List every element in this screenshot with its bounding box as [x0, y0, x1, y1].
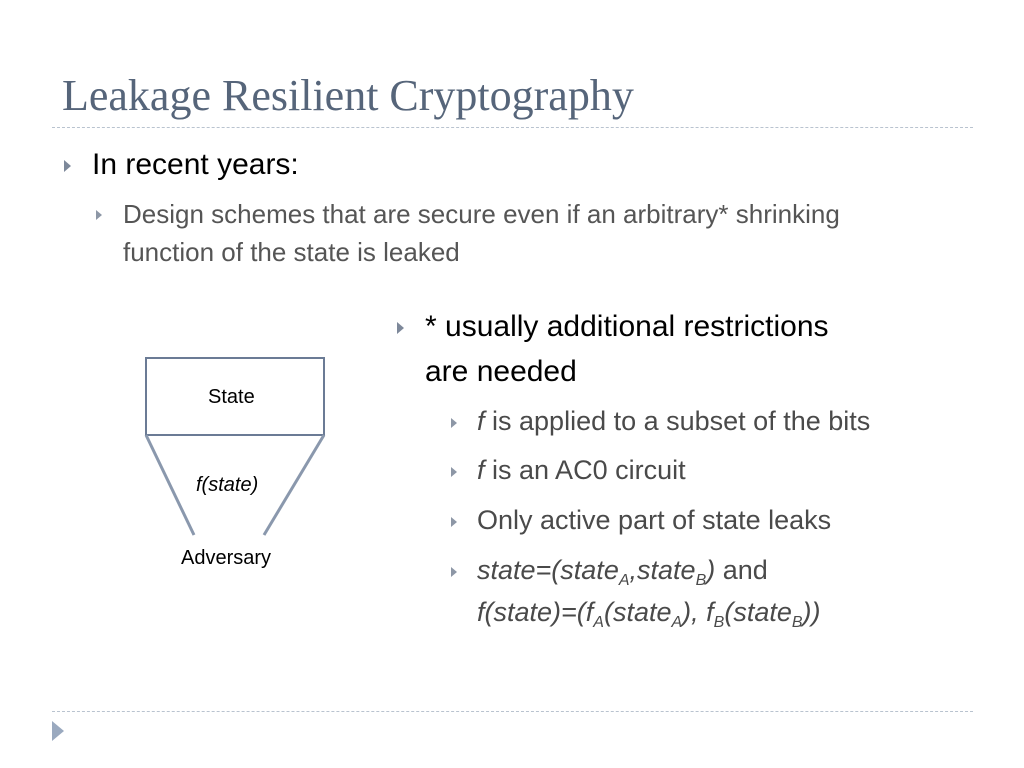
subscript-fa: A [593, 614, 604, 631]
subscript-fb: B [713, 614, 725, 631]
bullet-design-line-2: function of the state is leaked [123, 237, 460, 267]
f-symbol: f [477, 455, 485, 485]
state-comma-text: ,state [629, 555, 696, 585]
bullet-arrow-icon [64, 160, 71, 172]
title-divider [52, 127, 973, 128]
funnel-label: f(state) [196, 474, 259, 496]
bullet-design-line-1: Design schemes that are secure even if a… [123, 199, 840, 229]
sub-bullet-arrow-icon [451, 517, 457, 527]
sub-bullet-arrow-icon [451, 418, 457, 428]
sub-bullet-arrow-icon [451, 567, 457, 577]
sub-bullet-arrow-icon [451, 467, 457, 477]
state-close-text: ) [706, 555, 716, 585]
bullet-note-line-2: are needed [425, 355, 577, 388]
subscript-b: B [695, 572, 707, 589]
sub-bullet-ac0-text: is an AC0 circuit [484, 455, 686, 485]
sub-bullet-arrow-icon [96, 210, 102, 220]
f-symbol: f [477, 406, 485, 436]
funnel-right-edge [262, 434, 326, 536]
f-eq-text: f(state)=(f [477, 597, 594, 627]
bullet-arrow-icon [397, 322, 404, 334]
state-box [145, 357, 325, 436]
sub-bullet-state-split-1: state=(stateA,stateB) and [477, 555, 768, 589]
bullet-note-line-1: * usually additional restrictions [425, 310, 829, 343]
paren-state-a-text: (state [603, 597, 672, 627]
adversary-label: Adversary [181, 547, 272, 569]
subscript-a: A [618, 572, 630, 589]
sub-bullet-ac0: f is an AC0 circuit [477, 455, 686, 486]
sub-bullet-subset-bits: f is applied to a subset of the bits [477, 406, 870, 437]
sub-bullet-state-split-2: f(state)=(fA(stateA), fB(stateB)) [477, 597, 821, 631]
and-text: and [715, 555, 768, 585]
footer-divider [52, 711, 973, 712]
sub-bullet-active-part: Only active part of state leaks [477, 505, 832, 535]
bullet-recent-years: In recent years: [92, 148, 299, 181]
slide-title: Leakage Resilient Cryptography [62, 71, 634, 120]
funnel-left-edge [144, 434, 196, 536]
paren-state-b-text: (state [724, 597, 792, 627]
end-text: )) [802, 597, 821, 627]
sub-bullet-subset-text: is applied to a subset of the bits [484, 406, 871, 436]
state-eq-text: state=(state [477, 555, 619, 585]
next-slide-arrow-icon[interactable] [52, 721, 64, 741]
subscript-a2: A [671, 614, 683, 631]
subscript-b2: B [791, 614, 803, 631]
mid-text: ), f [682, 597, 714, 627]
state-label: State [208, 386, 255, 408]
leakage-diagram [144, 357, 326, 536]
state-split-expr: state=(stateA,stateB) [477, 555, 716, 589]
